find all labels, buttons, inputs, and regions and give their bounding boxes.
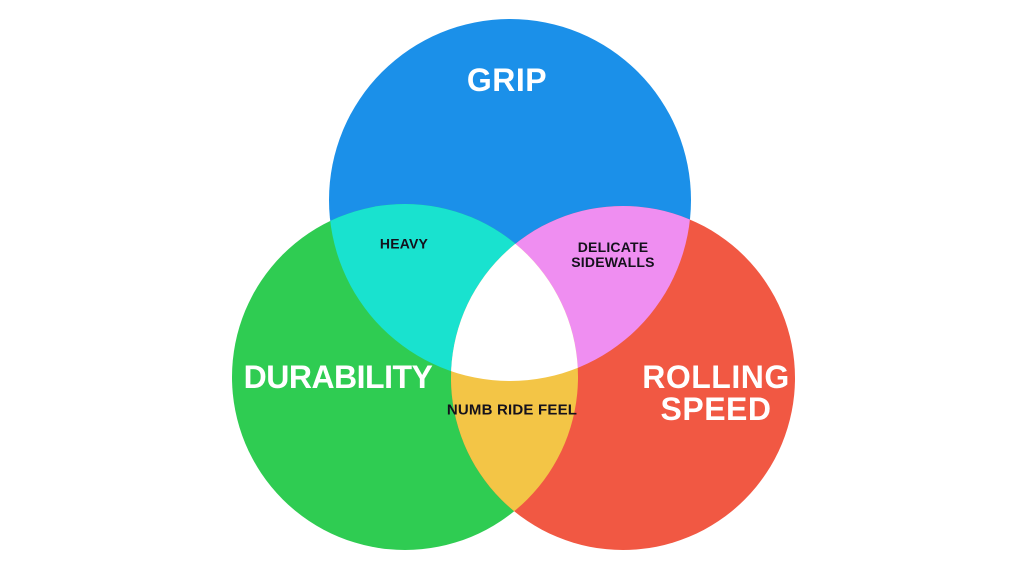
grip-rollingspeed-overlap [451,206,691,381]
grip-durability-overlap [329,204,578,381]
